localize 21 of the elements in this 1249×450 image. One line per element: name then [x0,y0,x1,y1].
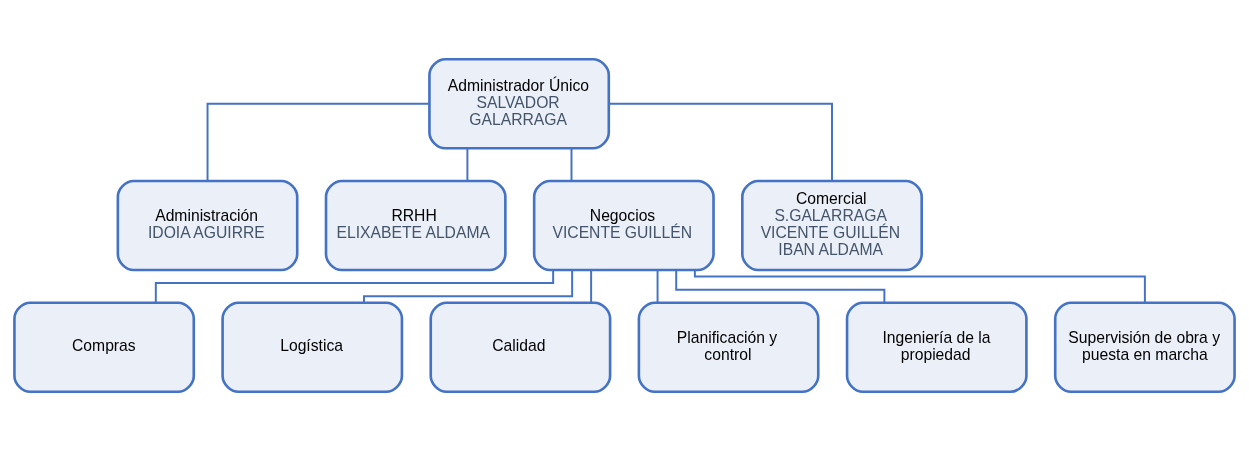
connector [693,268,1146,303]
node-box: Logística [221,300,404,393]
connector [656,268,659,304]
connector [675,268,886,303]
node-box: Compras [13,300,196,393]
node-box: Ingeniería de la propiedad [845,300,1028,393]
node-box: Supervisión de obra y puesta en marcha [1053,300,1236,393]
node-box: Administración IDOIA AGUIRRE [116,179,299,271]
connector [466,146,469,182]
node-box: Comercial S.GALARRAGA VICENTE GUILLÉN IBAN ALDAMA [741,179,923,271]
connector [363,268,574,303]
node-box: Planificación y control [637,300,820,393]
connector [608,102,833,182]
connector [154,268,555,304]
node-box: Calidad [429,300,612,393]
connector [206,102,431,182]
node-box: Administrador Único SALVADOR GALARRAGA [428,57,611,150]
node-box: RRHH ELIXABETE ALDAMA [324,179,507,271]
connector [590,268,593,304]
connector [570,146,573,182]
node-box: Negocios VICENTE GUILLÉN [532,179,715,271]
